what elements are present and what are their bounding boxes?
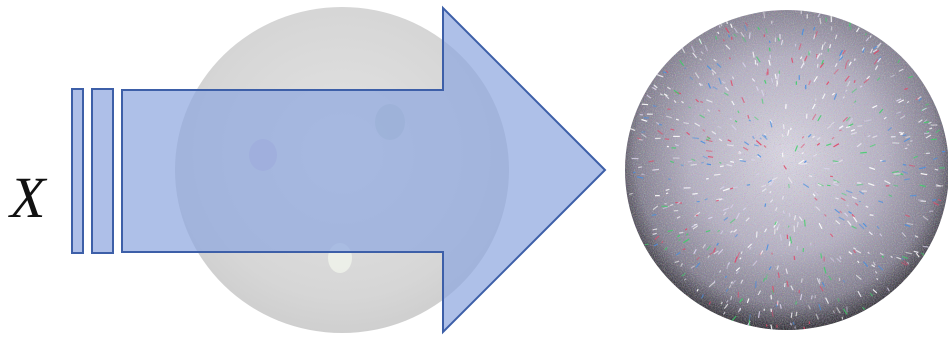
speckle: [821, 253, 822, 258]
speckle: [783, 124, 784, 129]
speckle: [696, 215, 698, 216]
speckle: [638, 167, 642, 168]
speckle: [765, 204, 766, 207]
speckle: [900, 134, 903, 135]
speckle: [653, 106, 656, 107]
speckle: [918, 200, 924, 201]
speckle: [691, 164, 697, 165]
speckle: [855, 59, 856, 61]
speckle: [653, 229, 658, 230]
speckle: [641, 174, 645, 175]
speckle: [900, 174, 903, 175]
output-image-noise: [620, 5, 948, 335]
speckle: [688, 161, 692, 162]
speckle: [714, 174, 720, 175]
speckle: [707, 164, 711, 165]
input-bar-wide: [92, 89, 113, 253]
speckle: [931, 139, 937, 140]
speckle: [700, 102, 703, 103]
speckle: [812, 296, 813, 300]
speckle: [719, 26, 720, 28]
speckle: [633, 172, 635, 173]
speckle: [741, 252, 742, 254]
speckle: [826, 18, 827, 22]
speckle: [730, 162, 734, 163]
speckle: [676, 119, 679, 120]
input-bar-thin: [72, 89, 83, 253]
speckle: [770, 48, 771, 52]
speckle: [924, 122, 929, 123]
speckle: [924, 133, 929, 134]
speckle: [903, 165, 906, 166]
speckle: [679, 232, 683, 233]
speckle: [701, 162, 704, 163]
speckle: [860, 152, 867, 153]
speckle: [683, 249, 686, 250]
speckle: [910, 141, 912, 142]
speckle: [819, 279, 820, 283]
speckle: [907, 145, 909, 146]
speckle: [666, 193, 668, 194]
speckle: [824, 168, 830, 169]
speckle: [839, 130, 842, 131]
speckle: [788, 226, 789, 228]
speckle: [789, 213, 790, 217]
speckle: [794, 256, 795, 260]
speckle: [665, 139, 669, 140]
speckle: [791, 128, 792, 130]
speckle: [757, 63, 758, 65]
speckle: [720, 166, 724, 167]
speckle: [789, 184, 790, 188]
speckle: [652, 215, 657, 216]
output-image: [620, 5, 948, 335]
speckle: [716, 200, 719, 201]
speckle: [791, 313, 792, 318]
speckle: [858, 126, 863, 127]
speckle: [794, 226, 795, 232]
speckle: [750, 314, 751, 320]
speckle: [789, 241, 790, 246]
speckle: [706, 179, 709, 180]
speckle: [801, 278, 802, 282]
speckle: [777, 301, 778, 306]
input-variable-label: X: [8, 165, 48, 230]
speckle: [681, 165, 684, 166]
speckle: [830, 176, 833, 177]
speckle: [805, 220, 806, 227]
speckle: [800, 164, 807, 165]
speckle: [639, 139, 643, 140]
speckle: [809, 176, 812, 177]
speckle: [777, 83, 778, 86]
speckle: [894, 185, 899, 186]
speckle: [769, 41, 770, 43]
speckle: [706, 151, 712, 152]
speckle: [652, 169, 659, 170]
speckle: [796, 301, 797, 304]
speckle: [749, 320, 750, 327]
speckle: [796, 312, 797, 316]
speckle: [854, 80, 855, 83]
speckle: [693, 138, 699, 139]
speckle: [694, 224, 697, 225]
speckle: [783, 211, 784, 214]
speckle: [935, 169, 939, 170]
speckle: [645, 244, 649, 245]
speckle: [778, 74, 779, 80]
speckle: [782, 153, 783, 158]
speckle: [708, 157, 713, 158]
speckle: [923, 246, 929, 247]
speckle: [842, 317, 843, 320]
speckle: [749, 33, 750, 39]
speckle: [692, 194, 697, 195]
speckle: [785, 283, 786, 287]
speckle: [827, 185, 830, 186]
speckle: [747, 185, 750, 186]
speckle: [877, 278, 878, 280]
